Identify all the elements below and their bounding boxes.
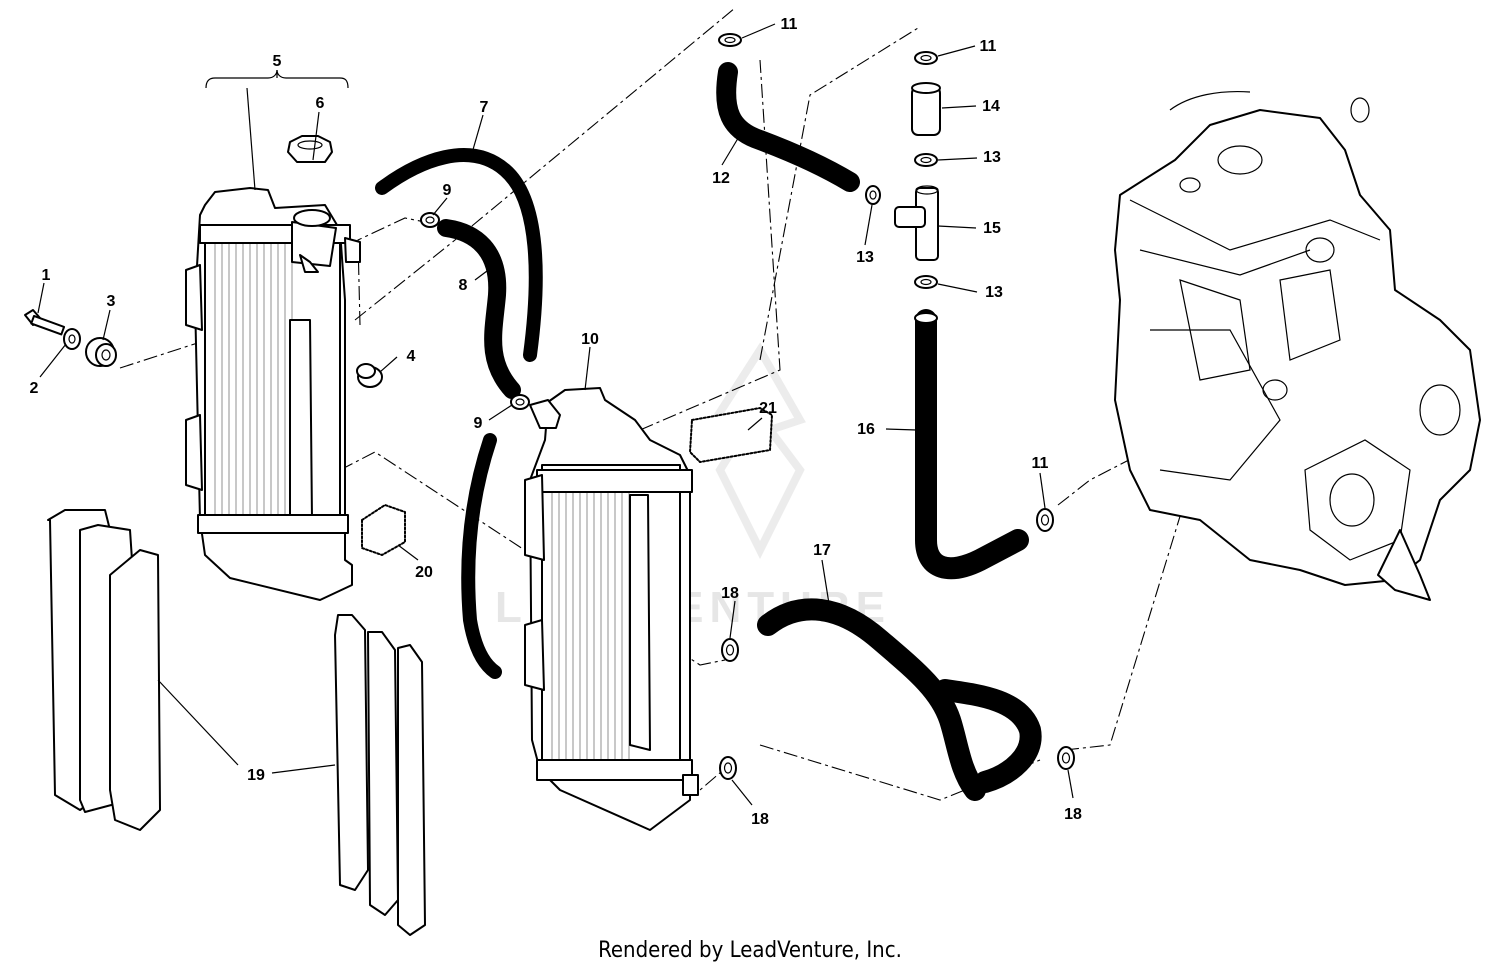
clamp-9-lower — [510, 394, 530, 410]
callout-14: 14 — [982, 98, 1000, 115]
right-radiator — [524, 387, 699, 831]
callout-15: 15 — [983, 220, 1001, 237]
left-radiator-core — [214, 235, 293, 520]
clamp-18-upper — [721, 638, 739, 662]
callout-11-right: 11 — [1032, 455, 1049, 472]
callout-5: 5 — [273, 53, 282, 70]
clamp-9-upper — [420, 212, 440, 228]
callout-18-lower-right: 18 — [1064, 806, 1082, 823]
radiator-guard-left — [47, 509, 161, 831]
callout-6: 6 — [316, 95, 325, 112]
clamp-13-lower — [914, 275, 938, 289]
clamp-11-top-right — [914, 51, 938, 65]
callout-13-upper: 13 — [983, 149, 1001, 166]
callout-18-lower-left: 18 — [751, 811, 769, 828]
clamp-18-lower-left — [719, 756, 737, 780]
callout-leaders — [37, 23, 1074, 806]
callout-4: 4 — [407, 348, 416, 365]
hose-8 — [437, 219, 521, 399]
engine — [1114, 91, 1481, 601]
callout-18-upper: 18 — [721, 585, 739, 602]
callout-10: 10 — [581, 331, 599, 348]
hose-16 — [914, 309, 1029, 580]
t-fitting-15 — [894, 185, 939, 261]
callout-3: 3 — [107, 293, 116, 310]
callout-12: 12 — [712, 170, 730, 187]
foam-pad-20 — [361, 504, 406, 556]
clamp-13-upper — [914, 153, 938, 167]
radiator-guard-right — [334, 614, 426, 936]
clamp-13-side — [865, 185, 881, 205]
hose-17 — [757, 598, 1042, 801]
callout-1: 1 — [42, 267, 51, 284]
callout-11-top-left: 11 — [781, 16, 798, 33]
washer — [63, 328, 81, 350]
callout-20: 20 — [415, 564, 433, 581]
footer-credit: Rendered by LeadVenture, Inc. — [598, 938, 902, 963]
foam-pad-21 — [689, 407, 773, 463]
callout-9-lower: 9 — [474, 415, 483, 432]
radiator-cap — [287, 135, 333, 163]
clamp-11-right — [1036, 508, 1054, 532]
callout-11-top-right: 11 — [980, 38, 997, 55]
callout-13-lower: 13 — [985, 284, 1003, 301]
grommet — [85, 337, 117, 367]
callout-9-upper: 9 — [443, 182, 452, 199]
callout-13-side: 13 — [856, 249, 874, 266]
hose-14 — [911, 82, 941, 136]
callout-7: 7 — [480, 99, 489, 116]
callout-2: 2 — [30, 380, 39, 397]
callout-labels: 5 6 7 9 8 1 3 2 4 9 10 21 20 19 11 11 14… — [30, 16, 1082, 828]
clamp-18-lower-right — [1057, 746, 1075, 770]
hose-12 — [716, 62, 860, 192]
callout-19: 19 — [247, 767, 265, 784]
callout-16: 16 — [857, 421, 875, 438]
clamp-11-top-left — [718, 33, 742, 47]
left-radiator — [185, 187, 361, 601]
callout-21: 21 — [759, 400, 777, 417]
callout-17: 17 — [813, 542, 831, 559]
bushing — [356, 363, 383, 388]
callout-8: 8 — [459, 277, 468, 294]
bolt — [24, 309, 66, 336]
hose-7 — [375, 148, 543, 679]
